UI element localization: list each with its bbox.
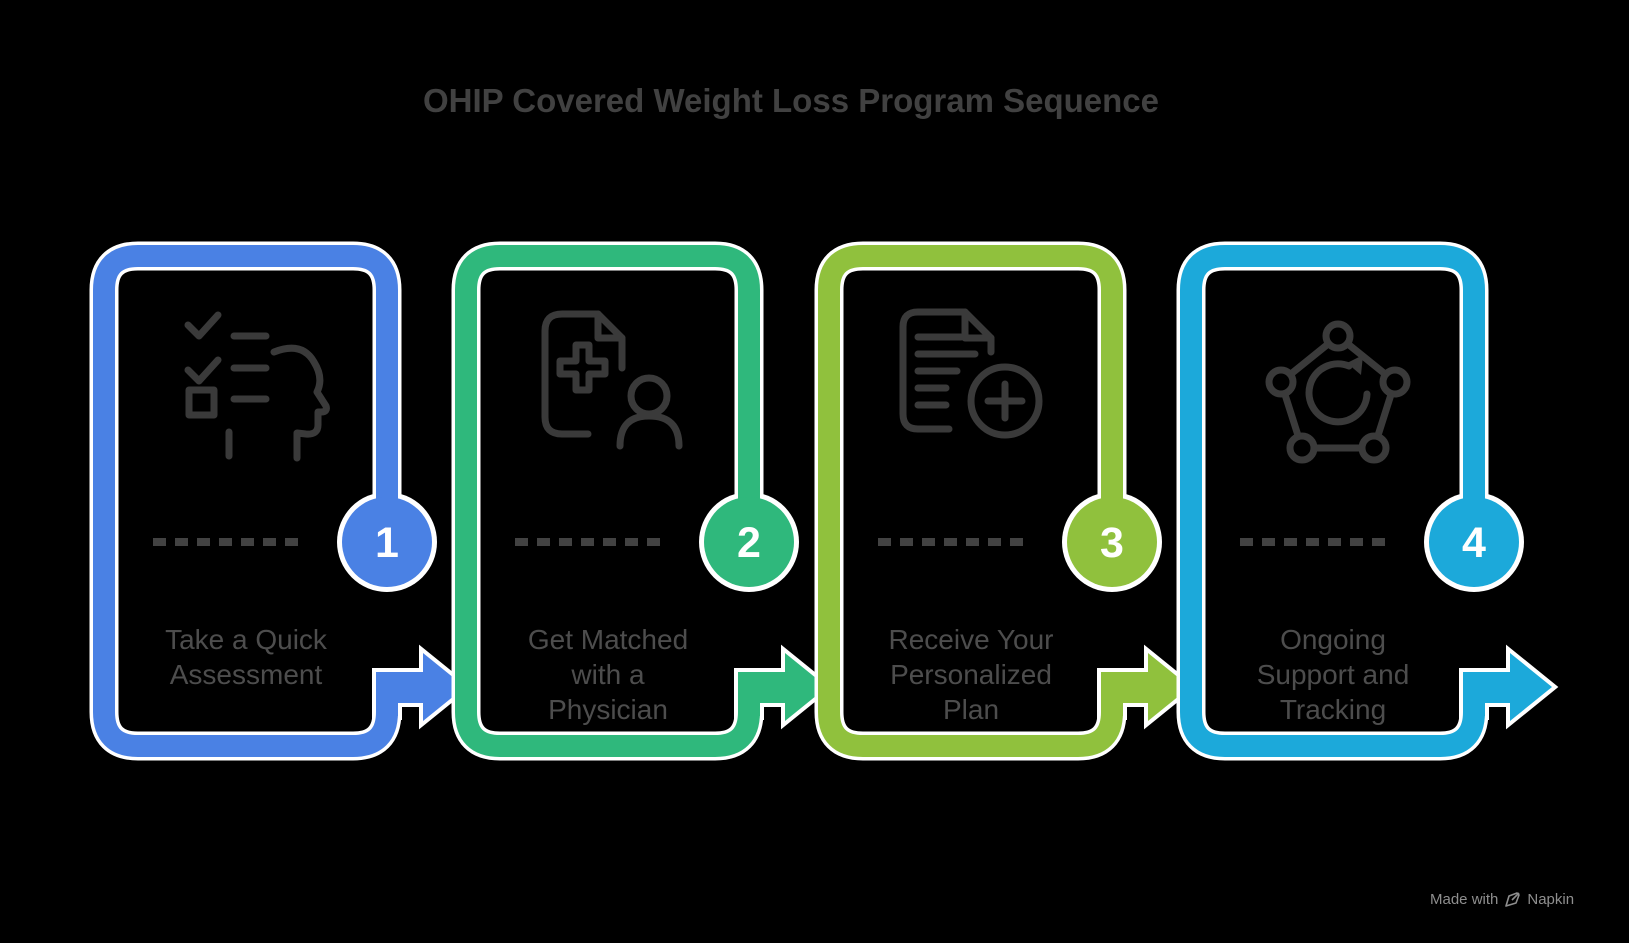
diagram-title: OHIP Covered Weight Loss Program Sequenc…	[423, 82, 1159, 119]
step-label-3: Receive Your Personalized Plan	[836, 622, 1106, 727]
step-number: 4	[1462, 519, 1486, 567]
step-card-1: 1	[89, 241, 472, 761]
step-number-badge	[342, 497, 432, 587]
step-label-4: Ongoing Support and Tracking	[1198, 622, 1468, 727]
step-label-line: Receive Your	[888, 624, 1054, 655]
step-label-1: Take a Quick Assessment	[111, 622, 381, 692]
head-checklist-icon	[184, 311, 330, 462]
napkin-pen-icon	[1505, 892, 1521, 907]
watermark: Made with Napkin	[1430, 891, 1574, 908]
step-number-badge	[1429, 497, 1519, 587]
step-label-line: Ongoing	[1280, 624, 1386, 655]
step-number: 2	[737, 519, 761, 567]
step-label-line: Physician	[548, 694, 668, 725]
step-card-4: 4	[1176, 241, 1559, 761]
step-number: 3	[1100, 519, 1124, 567]
step-label-line: with a	[571, 659, 645, 690]
watermark-prefix: Made with	[1430, 891, 1499, 908]
medical-record-match-icon	[541, 310, 683, 450]
step-label-line: Get Matched	[527, 624, 689, 655]
network-refresh-icon	[1265, 320, 1411, 464]
step-label-line: Take a Quick	[165, 624, 327, 655]
step-label-2: Get Matched with a Physician	[473, 622, 743, 727]
step-label-line: Personalized	[890, 659, 1052, 690]
step-card-2: 2	[451, 241, 834, 761]
step-number: 1	[375, 519, 399, 567]
step-number-badge	[1067, 497, 1157, 587]
document-plus-icon	[899, 308, 1043, 439]
step-label-line: Assessment	[169, 659, 323, 690]
step-label-line: Tracking	[1279, 694, 1387, 725]
watermark-brand: Napkin	[1527, 891, 1575, 908]
step-card-3: 3	[814, 241, 1197, 761]
step-number-badge	[704, 497, 794, 587]
step-label-line: Plan	[942, 694, 1000, 725]
step-label-line: Support and	[1256, 659, 1410, 690]
